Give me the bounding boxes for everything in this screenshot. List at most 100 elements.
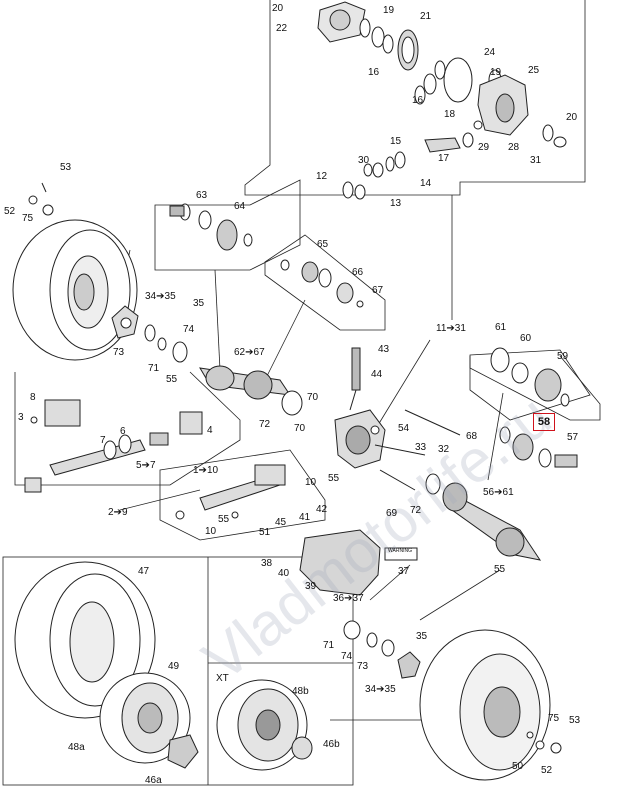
hubcap-46b [291,736,313,760]
xt-label: XT [216,673,229,684]
callout: 10 [305,477,317,488]
callout: 64 [234,201,246,212]
frame-left-box [14,371,241,486]
callout: 69 [386,508,398,519]
callout: 24 [484,47,496,58]
skid-plate [299,529,418,596]
callout: 53 [60,162,72,173]
callout: 56➔61 [483,487,514,498]
callout: 34➔35 [365,684,396,695]
callout: 66 [352,267,364,278]
callout: 34➔35 [145,291,176,302]
callout: 38 [261,558,273,569]
callout: 46a [145,775,162,786]
callout: 68 [466,431,478,442]
rear-diff-housing [334,347,386,469]
callout: 57 [567,432,579,443]
callout: 15 [390,136,402,147]
callout: 36➔37 [333,593,364,604]
callout: 14 [420,178,432,189]
callout: 10 [205,526,217,537]
rear-hub-parts [343,620,562,754]
rim-48b [216,679,308,771]
callout: 48b [292,686,309,697]
callout: 17 [438,153,450,164]
callout: 53 [569,715,581,726]
callout: 3 [18,412,24,423]
callout: 65 [317,239,329,250]
callout: 5➔7 [136,460,156,471]
callout: 61 [495,322,507,333]
callout: 60 [520,333,532,344]
callout: 8 [30,392,36,403]
callout: 43 [378,344,390,355]
frame-bearing-box [264,234,386,331]
callout: 74 [341,651,353,662]
hub [111,305,188,363]
callout: 4 [207,425,213,436]
callout: 16 [412,95,424,106]
callout: 63 [196,190,208,201]
callout: 12 [316,171,328,182]
rear-driveshaft [199,365,303,416]
callout: 1➔10 [193,465,219,476]
rear-right-axle [425,347,578,561]
highlighted-part-58[interactable]: 58 [533,413,555,431]
hub-46a [167,734,199,769]
callout: 45 [275,517,287,528]
callout: 54 [398,423,410,434]
callout: 55 [218,514,230,525]
callout: 40 [278,568,290,579]
callout: 73 [113,347,125,358]
callout: 28 [508,142,520,153]
callout: 50 [512,761,524,772]
callout: 52 [4,206,16,217]
callout: 48a [68,742,85,753]
frame-output-box [159,449,326,541]
callout: 55 [166,374,178,385]
callout: 51 [259,527,271,538]
callout: 35 [416,631,428,642]
front-wheel-47 [14,561,156,719]
frame-cv-box [154,179,301,271]
callout: 70 [307,392,319,403]
front-left-tire [12,219,138,361]
differential-assembly [317,1,567,200]
frame-top-box [244,0,586,196]
callout: 74 [183,324,195,335]
callout: 67 [372,285,384,296]
callout: 70 [294,423,306,434]
callout: 20 [272,3,284,14]
callout: 25 [528,65,540,76]
callout: 18 [444,109,456,120]
frame-wheel-box [2,556,354,786]
studs-bolts [374,409,461,491]
callout: 55 [494,564,506,575]
rim-48a [99,672,191,764]
warning-plate-label: WARNING [388,548,412,554]
callout: 2➔9 [108,507,128,518]
callout: 41 [299,512,311,523]
output-shaft [175,464,286,520]
callout: 33 [415,442,427,453]
callout: 47 [138,566,150,577]
callout: 42 [316,504,328,515]
callout: 20 [566,112,578,123]
callout: 30 [358,155,370,166]
callout: 29 [478,142,490,153]
callout: 44 [371,369,383,380]
callout: 31 [530,155,542,166]
frame-rear-bearing [469,349,591,421]
callout: 11➔31 [436,323,466,334]
callout: 22 [276,23,288,34]
callout: 32 [438,444,450,455]
callout: 72 [259,419,271,430]
callout: 59 [557,351,569,362]
callout: 73 [357,661,369,672]
small-hardware [28,182,54,216]
callout: 35 [193,298,205,309]
callout: 49 [168,661,180,672]
callout: 39 [305,581,317,592]
